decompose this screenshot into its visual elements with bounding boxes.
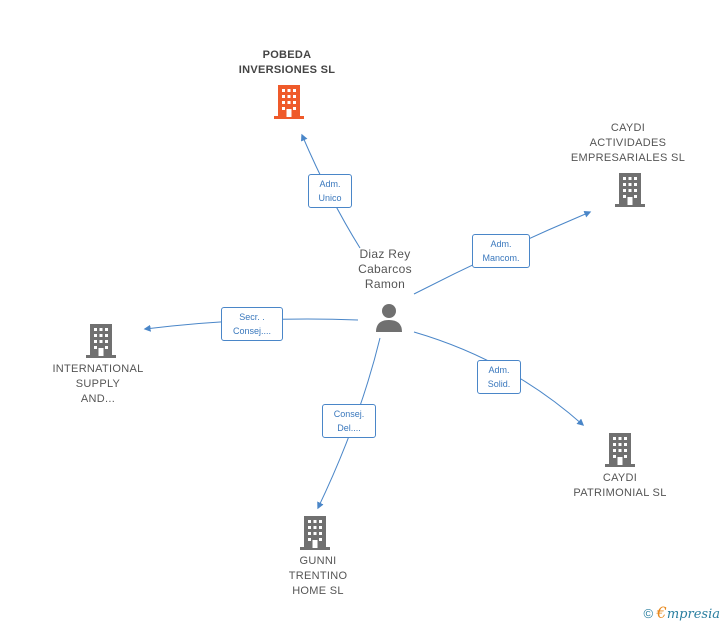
node-caydi-patrimonial-label[interactable]: CAYDI PATRIMONIAL SL	[560, 471, 680, 501]
brand-footer[interactable]: © €mpresia	[643, 603, 720, 622]
node-pobeda-line-2: INVERSIONES SL	[238, 64, 336, 76]
node-gunni-label[interactable]: GUNNI TRENTINO HOME SL	[258, 554, 378, 599]
edge-label-pobeda-line-1: Adm.	[319, 179, 341, 189]
building-icon-caydi-actividades[interactable]	[615, 173, 645, 207]
edge-label-gunni-line-2: Del....	[337, 423, 361, 433]
node-caydi-actividades-line-3: EMPRESARIALES SL	[570, 152, 686, 164]
node-international-line-2: SUPPLY	[75, 378, 121, 390]
center-name-line-1: Diaz Rey	[359, 247, 411, 261]
node-pobeda-label[interactable]: POBEDA INVERSIONES SL	[222, 48, 352, 78]
edge-label-international-line-2: Consej....	[232, 326, 272, 336]
edge-label-gunni-line-1: Consej.	[333, 409, 365, 419]
edge-label-caydi-patrimonial-line-1: Adm.	[488, 365, 510, 375]
brand-initial: €	[656, 603, 667, 622]
building-icon-pobeda[interactable]	[274, 85, 304, 119]
node-caydi-actividades-line-1: CAYDI	[610, 122, 646, 134]
edge-label-pobeda[interactable]: Adm. Unico	[308, 174, 352, 208]
node-international-line-1: INTERNATIONAL	[52, 363, 144, 375]
center-name-line-3: Ramon	[364, 277, 406, 291]
edge-label-caydi-actividades-line-2: Mancom.	[482, 253, 520, 263]
edge-label-international-line-1: Secr. .	[239, 312, 265, 322]
person-icon[interactable]	[374, 302, 404, 332]
node-gunni-line-1: GUNNI	[299, 555, 337, 567]
building-icon-gunni[interactable]	[300, 516, 330, 550]
node-caydi-patrimonial-line-2: PATRIMONIAL SL	[573, 487, 667, 499]
edge-label-caydi-actividades[interactable]: Adm. Mancom.	[472, 234, 530, 268]
edge-label-pobeda-line-2: Unico	[318, 193, 342, 203]
node-international-label[interactable]: INTERNATIONAL SUPPLY AND...	[38, 362, 158, 407]
edge-label-international[interactable]: Secr. . Consej....	[221, 307, 283, 341]
center-name-line-2: Cabarcos	[358, 262, 412, 276]
node-caydi-actividades-label[interactable]: CAYDI ACTIVIDADES EMPRESARIALES SL	[560, 121, 696, 166]
center-person-label[interactable]: Diaz Rey Cabarcos Ramon	[340, 247, 430, 292]
copyright-symbol: ©	[643, 606, 654, 621]
edge-label-caydi-patrimonial-line-2: Solid.	[487, 379, 511, 389]
edge-label-caydi-patrimonial[interactable]: Adm. Solid.	[477, 360, 521, 394]
building-icon-caydi-patrimonial[interactable]	[605, 433, 635, 467]
node-caydi-actividades-line-2: ACTIVIDADES	[589, 137, 667, 149]
edge-label-gunni[interactable]: Consej. Del....	[322, 404, 376, 438]
node-pobeda-line-1: POBEDA	[262, 49, 312, 61]
building-icon-international[interactable]	[86, 324, 116, 358]
node-gunni-line-2: TRENTINO	[288, 570, 348, 582]
node-caydi-patrimonial-line-1: CAYDI	[602, 472, 638, 484]
node-gunni-line-3: HOME SL	[292, 585, 344, 597]
brand-name: mpresia	[666, 607, 720, 622]
edge-label-caydi-actividades-line-1: Adm.	[490, 239, 512, 249]
node-international-line-3: AND...	[80, 393, 116, 405]
